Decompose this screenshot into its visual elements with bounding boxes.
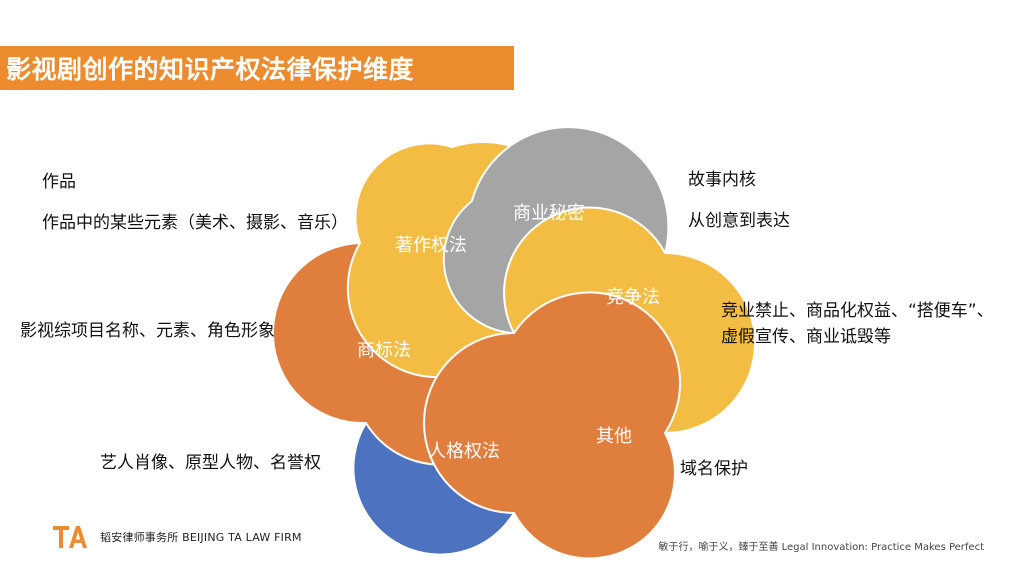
footer-slogan: 敏于行，喻于义，臻于至善 Legal Innovation: Practice …: [658, 542, 984, 553]
note-domain: 域名保护: [680, 459, 748, 479]
note-portrait: 艺人肖像、原型人物、名誉权: [100, 453, 321, 473]
label-copyright: 著作权法: [395, 235, 467, 256]
label-trade-secret: 商业秘密: [513, 203, 585, 224]
label-other: 其他: [596, 426, 632, 447]
label-trademark: 商标法: [357, 340, 411, 361]
note-story-core: 故事内核: [688, 170, 756, 190]
note-film-titles: 影视综项目名称、元素、角色形象: [20, 321, 275, 341]
slide-title: 影视剧创作的知识产权法律保护维度: [6, 55, 415, 84]
ta-logo-icon: [52, 524, 88, 550]
petal-group: [272, 126, 756, 560]
petal-other: [423, 291, 682, 560]
label-personality-rights: 人格权法: [428, 441, 500, 462]
label-competition: 竞争法: [606, 287, 660, 308]
footer-firm-name: 韬安律师事务所 BEIJING TA LAW FIRM: [100, 531, 302, 544]
note-works: 作品: [42, 172, 76, 192]
title-banner: 影视剧创作的知识产权法律保护维度: [0, 46, 514, 90]
note-competition-items: 竞业禁止、商品化权益、“搭便车”、虚假宣传、商业诋毁等: [721, 301, 994, 347]
footer-logo: 韬安律师事务所 BEIJING TA LAW FIRM: [52, 524, 302, 550]
note-work-elements: 作品中的某些元素（美术、摄影、音乐）: [42, 213, 348, 233]
note-idea-to-expression: 从创意到表达: [688, 211, 790, 231]
